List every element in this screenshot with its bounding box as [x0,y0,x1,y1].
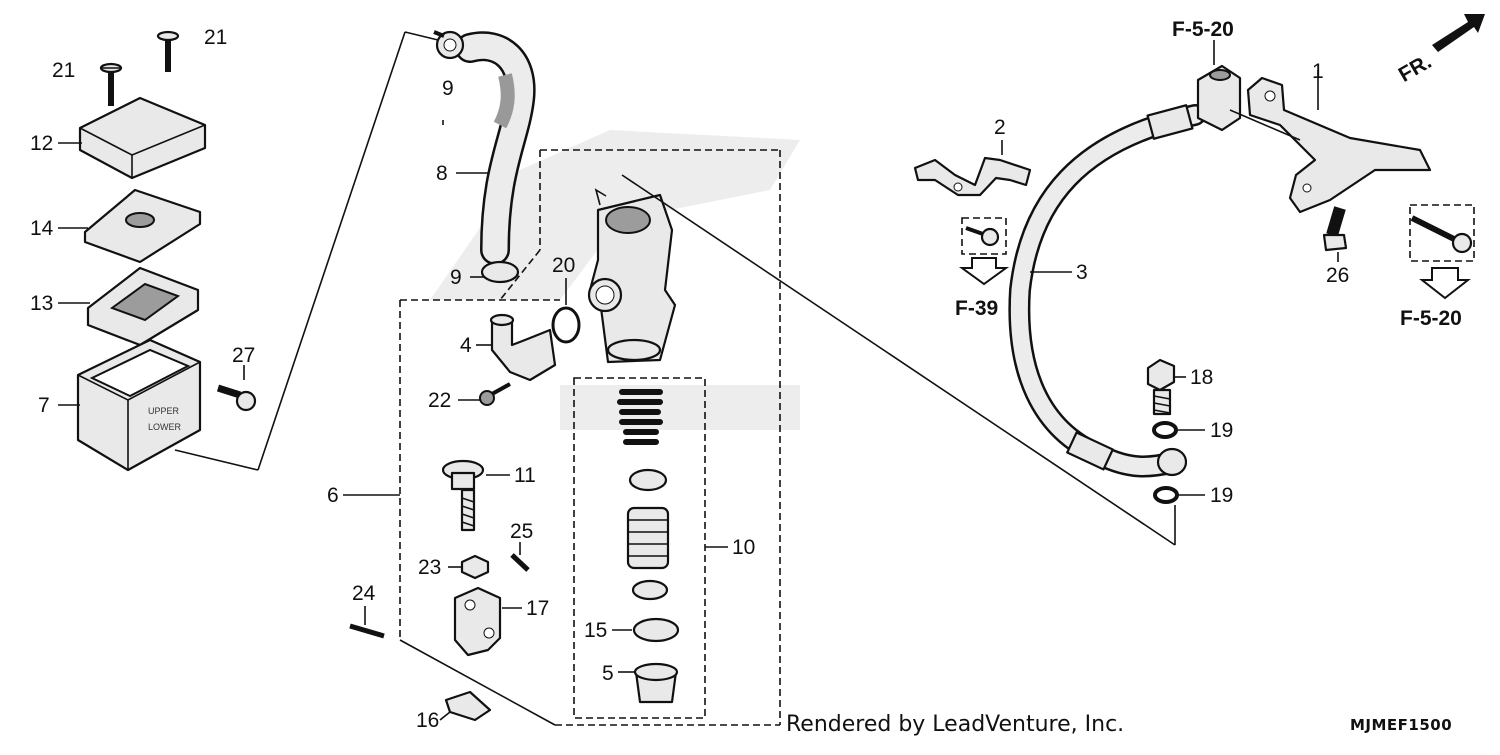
callout-9-top: 9 [442,77,454,100]
callout-27: 27 [232,344,255,367]
callout-5: 5 [602,662,614,685]
reservoir-body: UPPER LOWER [76,338,202,472]
f39-arrow [958,257,1010,286]
callout-9-bottom: 9 [450,266,462,289]
leader-lines [58,31,1339,726]
front-arrow-icon [1432,14,1485,52]
diaphragm [86,266,200,347]
render-credit: Rendered by LeadVenture, Inc. [786,712,1125,737]
callout-6: 6 [327,484,339,507]
reservoir-hose [455,31,536,265]
pin-25 [510,553,530,572]
reservoir-cap [78,96,207,180]
piston-kit [617,389,680,704]
clamp-bracket [913,156,1032,197]
pin-24 [349,623,385,639]
brake-hose [1008,104,1206,478]
callout-17: 17 [526,597,549,620]
screw-22 [479,382,511,406]
nut-23 [460,554,490,580]
callout-7: 7 [38,394,50,417]
front-label: FR. [1395,50,1436,87]
o-ring-20 [551,306,581,344]
callout-11: 11 [514,464,536,487]
hose-clip-bottom [480,260,520,284]
f5-20-ref-box [1409,204,1475,262]
callout-19-upper: 19 [1210,419,1233,442]
callout-8: 8 [436,162,448,185]
hose-fitting-top [1196,64,1242,132]
spring-coil [617,389,663,445]
callout-2: 2 [994,116,1006,139]
callout-22: 22 [428,389,451,412]
master-cylinder-body [587,188,677,364]
callout-13: 13 [30,292,53,315]
boot-16 [444,690,492,722]
ref-f39: F-39 [955,297,998,320]
callout-16: 16 [416,709,439,732]
screw-21-right [156,30,180,72]
callout-21-left: 21 [52,59,75,82]
hose-joint [489,313,557,382]
f39-bolt [965,226,1000,247]
push-rod [460,488,476,532]
f5-20-arrow [1419,267,1471,300]
callout-23: 23 [418,556,441,579]
ref-f5-20-top: F-5-20 [1172,18,1234,41]
f5-20-bolt [1410,215,1473,254]
callout-26: 26 [1326,264,1349,287]
screw-21-left [99,62,123,106]
callout-12: 12 [30,132,53,155]
boot-11 [441,459,485,491]
bolt-26 [1322,206,1348,252]
callout-14: 14 [30,217,54,240]
ref-f5-20-right: F-5-20 [1400,307,1462,330]
diagram-code: MJMEF1500 [1350,716,1453,734]
callout-15: 15 [584,619,607,642]
banjo-bolt [1146,358,1176,416]
hose-clip-top [433,30,465,60]
callout-25: 25 [510,520,533,543]
bolt-27 [216,384,257,412]
sealing-washer-lower [1153,486,1179,504]
svg-text:UPPER: UPPER [148,406,180,416]
callout-19-lower: 19 [1210,484,1233,507]
callout-24: 24 [352,582,376,605]
f39-ref-box [961,217,1007,255]
joint-17 [453,586,502,657]
callout-20: 20 [552,254,575,277]
piston-body [626,506,670,570]
callout-1: 1 [1312,60,1324,83]
callout-3: 3 [1076,261,1088,284]
diaphragm-plate [83,188,202,264]
sealing-washer-upper [1152,421,1178,439]
hose-bracket [1246,76,1432,214]
svg-text:LOWER: LOWER [148,422,182,432]
callout-18: 18 [1190,366,1213,389]
callout-10: 10 [732,536,755,559]
callout-21-right: 21 [204,26,227,49]
callout-4: 4 [460,334,472,357]
